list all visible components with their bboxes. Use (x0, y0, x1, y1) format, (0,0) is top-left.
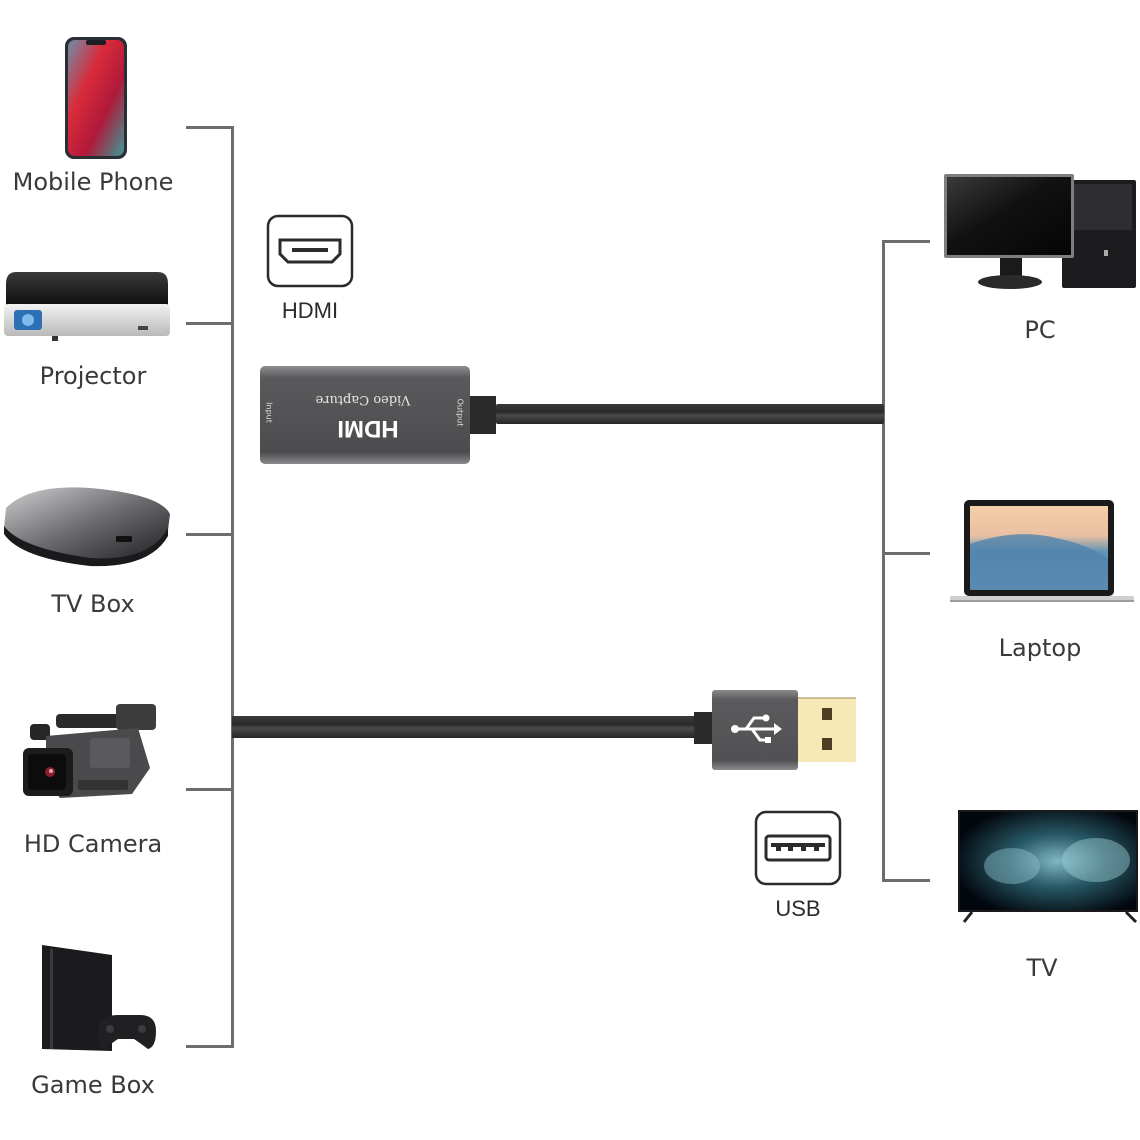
destination-label: TV (1026, 954, 1058, 982)
smartphone-icon (64, 36, 128, 160)
usb-plug (694, 686, 864, 770)
hdmi-capture-device: HDMI Video Capture Input Output (258, 364, 498, 466)
usb-cable (232, 716, 698, 738)
source-label: HD Camera (23, 830, 163, 858)
device-brand-text: HDMI (337, 415, 399, 442)
desktop-pc-icon (942, 170, 1138, 294)
source-label: Projector (39, 362, 147, 390)
hdmi-port: HDMI (266, 214, 356, 334)
hdmi-port-icon (266, 214, 354, 288)
source-mobile-phone: Mobile Phone (0, 30, 190, 210)
hdmi-port-label: HDMI (281, 298, 339, 323)
projector-icon (2, 266, 172, 346)
source-connector-tv-box (186, 533, 234, 536)
destination-pc: PC (940, 168, 1140, 358)
source-label: TV Box (51, 590, 135, 618)
source-bracket-vertical (231, 126, 234, 1048)
source-label: Game Box (31, 1071, 155, 1099)
source-game-box: Game Box (0, 935, 190, 1115)
tv-box-icon (0, 478, 175, 568)
laptop-icon (946, 498, 1136, 606)
destination-label: Laptop (998, 634, 1082, 662)
device-input-text: Input (264, 402, 274, 423)
device-output-text: Output (455, 398, 465, 427)
destination-connector-tv (882, 879, 930, 882)
source-tv-box: TV Box (0, 470, 190, 630)
source-hd-camera: HD Camera (0, 690, 190, 870)
destination-connector-pc (882, 240, 930, 243)
source-connector-game-box (186, 1045, 234, 1048)
hdmi-cable (496, 404, 884, 424)
source-projector: Projector (0, 260, 190, 400)
usb-port: USB (752, 808, 844, 928)
destination-tv: TV (952, 806, 1140, 986)
game-console-icon (38, 939, 160, 1055)
device-subtitle-text: Video Capture (315, 392, 411, 407)
destination-connector-laptop (882, 552, 930, 555)
destination-bracket-vertical (882, 240, 885, 882)
destination-laptop: Laptop (946, 496, 1140, 676)
usb-trident-icon (730, 712, 784, 746)
source-connector-hd-camera (186, 788, 234, 791)
destination-label: PC (1024, 316, 1056, 344)
source-label: Mobile Phone (12, 168, 174, 196)
usb-port-icon (754, 810, 842, 886)
source-connector-projector (186, 322, 234, 325)
television-icon (956, 808, 1140, 926)
camcorder-icon (20, 698, 165, 810)
usb-port-label: USB (775, 896, 821, 921)
source-connector-mobile-phone (186, 126, 234, 129)
